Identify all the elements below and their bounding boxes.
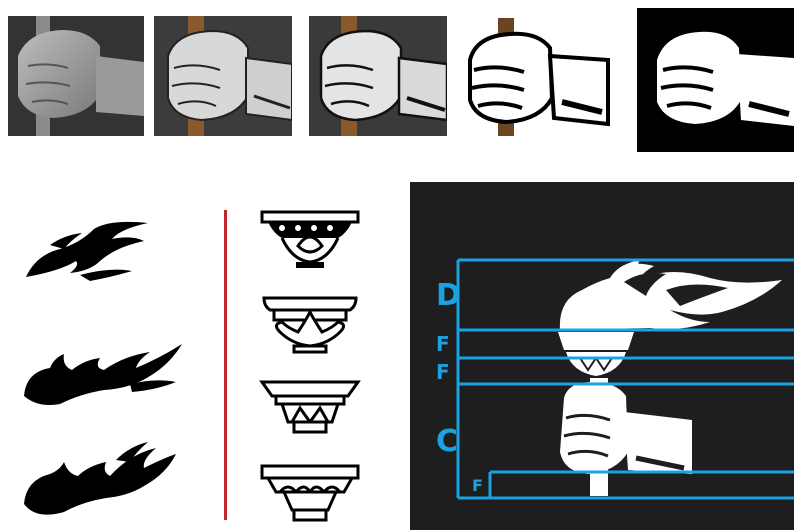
torch-proportion-diagram: D F F C F [410, 182, 794, 530]
label-c: C [436, 424, 458, 459]
flame-sketch-1 [20, 215, 155, 285]
capital-ornament-1 [258, 208, 362, 272]
fist-photo-sketch [154, 16, 292, 136]
label-d: D [436, 278, 461, 313]
torch-flame [560, 260, 782, 330]
flame-sketch-3 [20, 440, 180, 520]
label-f-1: F [436, 332, 450, 356]
flame-sketch-2 [20, 338, 185, 408]
capital-ornament-4 [258, 462, 362, 524]
fist-silhouette-inverted [637, 8, 794, 152]
capital-ornament-2 [258, 292, 362, 356]
fist-photo-grayscale [8, 16, 144, 136]
fist-photo-posterized [309, 16, 447, 136]
red-divider [224, 210, 227, 520]
capital-ornament-3 [258, 378, 362, 442]
torch-hand [560, 378, 692, 496]
torch-cup [558, 332, 634, 376]
label-f-2: F [436, 360, 450, 384]
fist-lineart-with-stick [464, 16, 614, 136]
label-f-3: F [472, 476, 483, 495]
